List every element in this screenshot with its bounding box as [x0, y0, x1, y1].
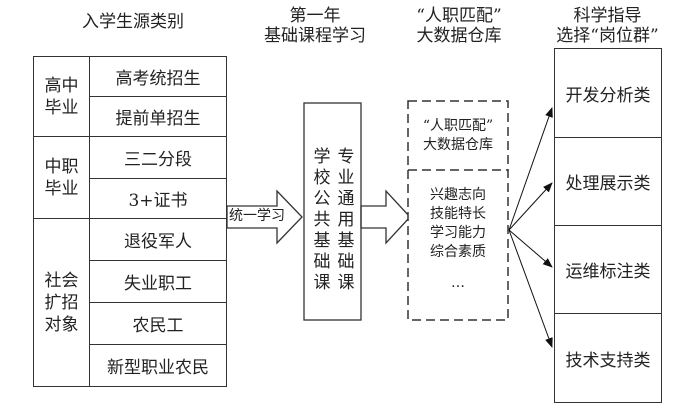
fan-arrow-2	[508, 182, 553, 231]
factor-item: …	[451, 275, 465, 291]
group-label: 高中	[44, 75, 79, 96]
fan-arrow-3	[508, 229, 553, 268]
warehouse-title-line2: 大数据仓库	[423, 137, 493, 153]
warehouse-box	[407, 100, 509, 321]
warehouse-title: “人职匹配” 大数据仓库	[408, 117, 508, 155]
group-high-school: 高中毕业	[33, 56, 90, 137]
to-warehouse-arrow	[360, 189, 411, 245]
group-label: 对象	[44, 314, 79, 335]
fan-arrow-4	[508, 229, 553, 348]
header-guidance-line2: 选择“岗位群”	[556, 26, 659, 46]
unified-study-label: 统一学习	[229, 208, 285, 224]
group-label: 中职	[44, 156, 79, 177]
source-item: 农民工	[89, 302, 227, 345]
warehouse-factors: 兴趣志向 技能特长 学习能力 综合素质 …	[408, 186, 508, 293]
source-item: 提前单招生	[89, 96, 227, 137]
header-warehouse-line2: 大数据仓库	[416, 26, 502, 46]
header-year-one-line1: 第一年	[289, 6, 341, 26]
group-label: 毕业	[44, 178, 79, 199]
group-label: 扩招	[44, 292, 79, 313]
source-item: 3+证书	[89, 178, 227, 219]
group-label: 毕业	[44, 97, 79, 118]
unified-study-arrow	[226, 189, 303, 245]
school-public-course: 学校公共基础课	[313, 147, 331, 293]
factor-item: 兴趣志向	[430, 187, 486, 203]
group-label: 社会	[44, 270, 79, 291]
source-item: 新型职业农民	[89, 344, 227, 387]
major-general-course: 专业通用基础课	[337, 147, 355, 293]
factor-item: 综合素质	[430, 244, 486, 260]
header-sources: 入学生源类别	[82, 12, 184, 32]
job-group: 技术支持类	[554, 313, 662, 403]
job-group: 运维标注类	[554, 225, 662, 314]
job-group: 开发分析类	[554, 48, 662, 138]
factor-item: 技能特长	[430, 206, 486, 222]
warehouse-title-line1: “人职匹配”	[422, 118, 494, 134]
header-guidance-line1: 科学指导	[573, 6, 642, 26]
factor-item: 学习能力	[430, 225, 486, 241]
fan-arrow-1	[508, 107, 553, 231]
course-box	[303, 102, 362, 321]
header-warehouse-line1: “人职匹配”	[416, 6, 502, 26]
job-group: 处理展示类	[554, 137, 662, 226]
source-item: 高考统招生	[89, 56, 227, 97]
header-year-one-line2: 基础课程学习	[264, 26, 366, 46]
